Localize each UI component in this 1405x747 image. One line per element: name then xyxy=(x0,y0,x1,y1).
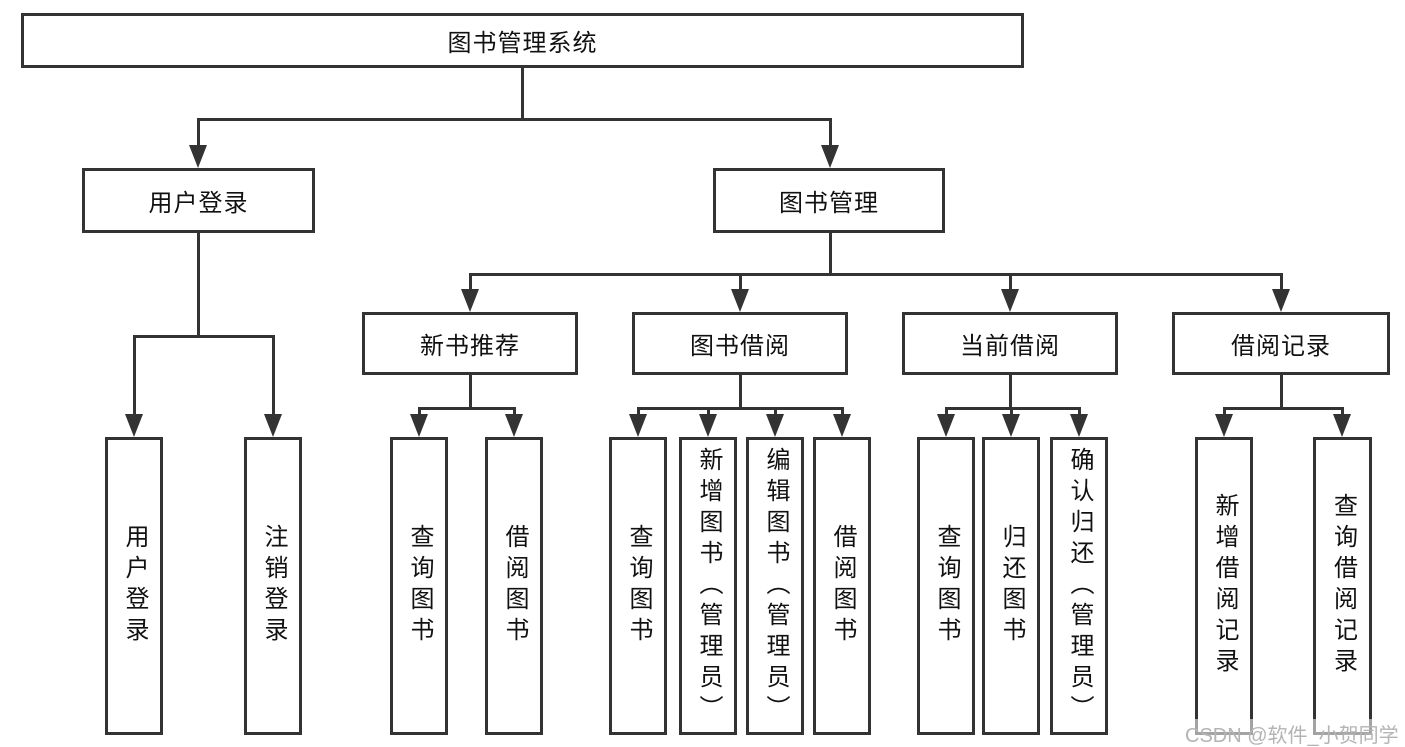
arrow-down-icon xyxy=(821,145,839,168)
node-book-borrow: 图书借阅 xyxy=(632,312,848,375)
connector-line xyxy=(637,407,843,410)
connector-line xyxy=(945,407,948,416)
connector-line xyxy=(133,335,275,338)
node-current-borrow: 当前借阅 xyxy=(902,312,1118,375)
leaf-label: 编辑图书（管理员） xyxy=(762,446,789,726)
node-book-management: 图书管理 xyxy=(713,168,945,233)
leaf-label: 借阅图书 xyxy=(829,524,856,648)
connector-line xyxy=(469,273,472,290)
connector-line xyxy=(637,407,640,416)
node-root-label: 图书管理系统 xyxy=(447,30,598,57)
leaf-confirm-return-admin: 确认归还（管理员） xyxy=(1050,437,1108,735)
connector-line xyxy=(1280,273,1283,290)
leaf-label: 查询图书 xyxy=(406,524,433,648)
node-user-login: 用户登录 xyxy=(82,168,315,233)
arrow-down-icon xyxy=(699,414,717,437)
arrow-down-icon xyxy=(833,414,851,437)
connector-line xyxy=(197,233,200,337)
leaf-return-books: 归还图书 xyxy=(982,437,1040,735)
node-label: 借阅记录 xyxy=(1231,333,1331,360)
leaf-label: 归还图书 xyxy=(998,524,1025,648)
node-label: 新书推荐 xyxy=(420,333,520,360)
connector-line xyxy=(1078,407,1081,416)
leaf-borrow-books-recommend: 借阅图书 xyxy=(485,437,543,735)
connector-line xyxy=(1009,273,1012,290)
connector-line xyxy=(774,407,777,416)
node-borrow-records: 借阅记录 xyxy=(1172,312,1390,375)
connector-line xyxy=(1223,407,1343,410)
connector-line xyxy=(197,118,200,150)
leaf-query-borrow-record: 查询借阅记录 xyxy=(1313,437,1372,735)
leaf-query-books-recommend: 查询图书 xyxy=(390,437,448,735)
arrow-down-icon xyxy=(410,414,428,437)
leaf-label: 注销登录 xyxy=(260,524,287,648)
connector-line xyxy=(418,407,421,416)
leaf-label: 查询图书 xyxy=(625,524,652,648)
node-new-book-recommend: 新书推荐 xyxy=(362,312,578,375)
watermark: CSDN @软件_小贺同学 xyxy=(1183,719,1401,747)
connector-line xyxy=(707,407,710,416)
leaf-label: 用户登录 xyxy=(121,524,148,648)
connector-line xyxy=(739,273,742,290)
connector-line xyxy=(1341,407,1344,416)
node-root: 图书管理系统 xyxy=(21,13,1024,68)
connector-line xyxy=(513,407,516,416)
arrow-down-icon xyxy=(629,414,647,437)
arrow-down-icon xyxy=(1272,289,1290,312)
node-label: 图书管理 xyxy=(779,190,879,217)
arrow-down-icon xyxy=(1001,289,1019,312)
arrow-down-icon xyxy=(766,414,784,437)
connector-line xyxy=(1010,407,1013,416)
connector-line xyxy=(418,407,515,410)
leaf-label: 新增借阅记录 xyxy=(1211,493,1238,679)
connector-line xyxy=(521,68,524,120)
arrow-down-icon xyxy=(461,289,479,312)
arrow-down-icon xyxy=(1002,414,1020,437)
connector-line xyxy=(1223,407,1226,416)
connector-line xyxy=(272,335,275,414)
leaf-query-books-current: 查询图书 xyxy=(917,437,975,735)
leaf-query-books-borrow: 查询图书 xyxy=(609,437,667,735)
node-label: 当前借阅 xyxy=(960,333,1060,360)
connector-line xyxy=(841,407,844,416)
connector-line xyxy=(829,233,832,275)
leaf-label: 新增图书（管理员） xyxy=(695,446,722,726)
node-label: 用户登录 xyxy=(148,190,249,217)
connector-line xyxy=(469,273,1282,276)
arrow-down-icon xyxy=(1333,414,1351,437)
arrow-down-icon xyxy=(1070,414,1088,437)
leaf-label: 查询图书 xyxy=(933,524,960,648)
connector-line xyxy=(197,118,831,121)
arrow-down-icon xyxy=(937,414,955,437)
leaf-user-login: 用户登录 xyxy=(105,437,163,735)
leaf-label: 借阅图书 xyxy=(501,524,528,648)
arrow-down-icon xyxy=(264,414,282,437)
arrow-down-icon xyxy=(505,414,523,437)
leaf-edit-book-admin: 编辑图书（管理员） xyxy=(746,437,804,735)
connector-line xyxy=(1009,375,1012,409)
leaf-borrow-books: 借阅图书 xyxy=(813,437,871,735)
leaf-add-borrow-record: 新增借阅记录 xyxy=(1195,437,1253,735)
leaf-label: 确认归还（管理员） xyxy=(1066,446,1093,726)
node-label: 图书借阅 xyxy=(690,333,790,360)
arrow-down-icon xyxy=(189,145,207,168)
leaf-logout: 注销登录 xyxy=(244,437,302,735)
leaf-add-book-admin: 新增图书（管理员） xyxy=(679,437,737,735)
connector-line xyxy=(739,375,742,409)
arrow-down-icon xyxy=(125,414,143,437)
connector-line xyxy=(133,335,136,414)
connector-line xyxy=(1280,375,1283,409)
arrow-down-icon xyxy=(731,289,749,312)
leaf-label: 查询借阅记录 xyxy=(1329,493,1357,679)
arrow-down-icon xyxy=(1215,414,1233,437)
connector-line xyxy=(829,118,832,150)
connector-line xyxy=(469,375,472,409)
